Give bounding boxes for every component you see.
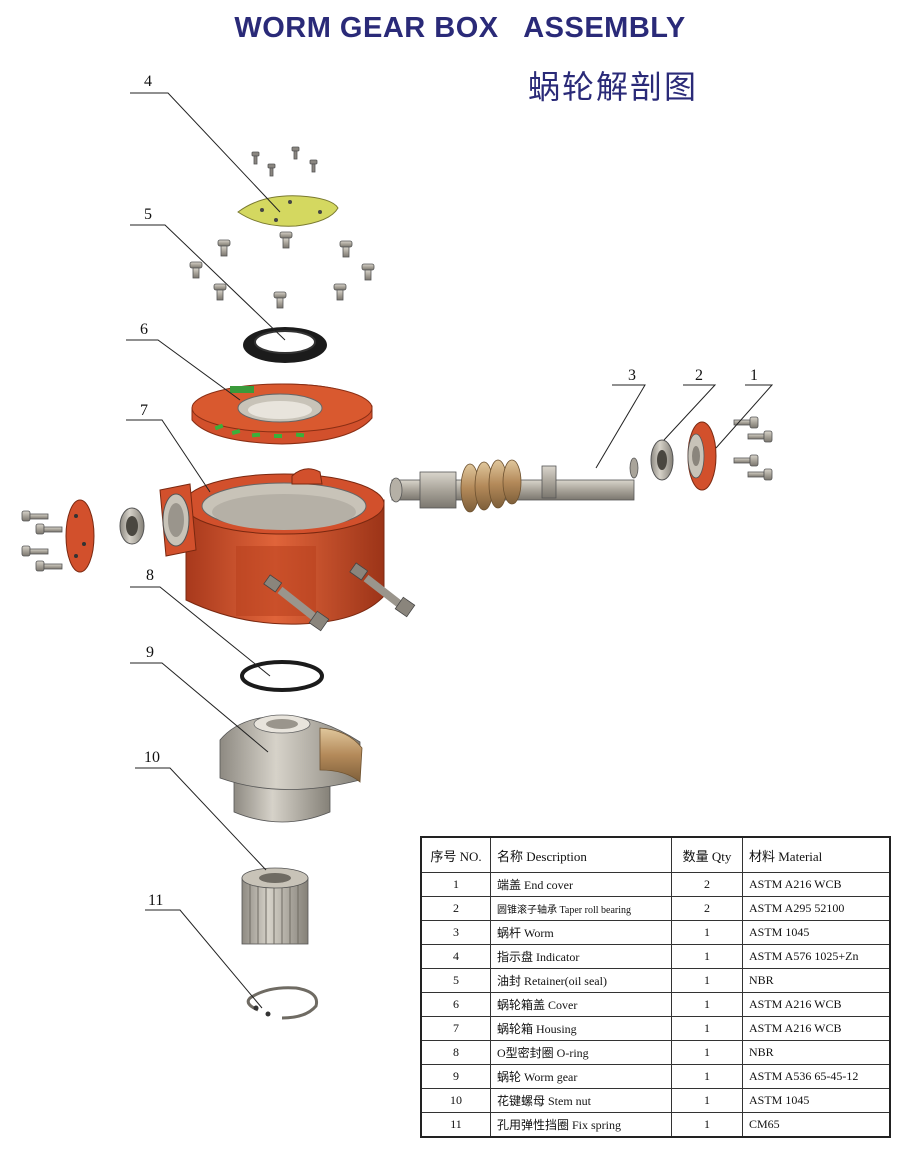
table-row: 4 指示盘 Indicator 1 ASTM A576 1025+Zn: [420, 944, 891, 969]
cell-qty: 1: [671, 1088, 743, 1113]
callout-numbers: 4 5 6 7 8 9 10 11 3 2 1: [140, 73, 758, 909]
cell-description: 圆锥滚子轴承 Taper roll bearing: [490, 896, 672, 921]
header-description: 名称 Description: [490, 836, 672, 873]
cell-no: 5: [420, 968, 491, 993]
cell-description: 花键螺母 Stem nut: [490, 1088, 672, 1113]
fix-spring-part-11: [246, 986, 319, 1020]
callout-5: 5: [144, 206, 152, 223]
cell-qty: 1: [671, 992, 743, 1017]
page-title: WORM GEAR BOX ASSEMBLY: [234, 12, 686, 44]
callout-7: 7: [140, 402, 148, 419]
leader-lines: [126, 92, 774, 1009]
cell-qty: 1: [671, 920, 743, 945]
callout-4: 4: [144, 73, 152, 90]
callout-11: 11: [148, 892, 163, 909]
indicator-screws: [251, 146, 318, 177]
page-subtitle: 蜗轮解剖图: [528, 68, 699, 106]
table-row: 8 O型密封圈 O-ring 1 NBR: [420, 1040, 891, 1065]
cell-material: ASTM 1045: [742, 1088, 891, 1113]
cover-screws: [189, 231, 375, 309]
cell-material: ASTM 1045: [742, 920, 891, 945]
indicator-plate-part-4: [237, 195, 339, 227]
cell-description: O型密封圈 O-ring: [490, 1040, 672, 1065]
right-end-cover-part-1: [687, 421, 717, 491]
header-qty: 数量 Qty: [671, 836, 743, 873]
table-row: 3 蜗杆 Worm 1 ASTM 1045: [420, 920, 891, 945]
table-row: 5 油封 Retainer(oil seal) 1 NBR: [420, 968, 891, 993]
cell-description: 端盖 End cover: [490, 872, 672, 897]
callout-6: 6: [140, 321, 148, 338]
cell-description: 蜗轮 Worm gear: [490, 1064, 672, 1089]
table-row: 7 蜗轮箱 Housing 1 ASTM A216 WCB: [420, 1016, 891, 1041]
cell-qty: 2: [671, 872, 743, 897]
table-header-row: 序号 NO. 名称 Description 数量 Qty 材料 Material: [420, 836, 891, 873]
header-no: 序号 NO.: [420, 836, 491, 873]
cell-no: 10: [420, 1088, 491, 1113]
cell-no: 3: [420, 920, 491, 945]
cell-qty: 1: [671, 944, 743, 969]
callout-1: 1: [750, 367, 758, 384]
cell-no: 9: [420, 1064, 491, 1089]
cell-no: 7: [420, 1016, 491, 1041]
callout-10: 10: [144, 749, 160, 766]
housing-part-7: [159, 468, 385, 625]
cell-qty: 1: [671, 1016, 743, 1041]
callout-8: 8: [146, 567, 154, 584]
right-bearing-part-2: [650, 439, 674, 481]
cell-no: 11: [420, 1112, 491, 1138]
cell-material: CM65: [742, 1112, 891, 1138]
cell-no: 4: [420, 944, 491, 969]
cell-description: 蜗轮箱盖 Cover: [490, 992, 672, 1017]
table-row: 6 蜗轮箱盖 Cover 1 ASTM A216 WCB: [420, 992, 891, 1017]
callout-2: 2: [695, 367, 703, 384]
cell-description: 蜗轮箱 Housing: [490, 1016, 672, 1041]
cell-description: 指示盘 Indicator: [490, 944, 672, 969]
callout-3: 3: [628, 367, 636, 384]
cell-qty: 1: [671, 968, 743, 993]
cover-part-6: [191, 383, 373, 445]
callout-9: 9: [146, 644, 154, 661]
cell-material: NBR: [742, 1040, 891, 1065]
cell-qty: 1: [671, 1112, 743, 1138]
cell-material: NBR: [742, 968, 891, 993]
left-end-cover-screws: [21, 510, 63, 572]
cell-qty: 1: [671, 1064, 743, 1089]
table-row: 10 花键螺母 Stem nut 1 ASTM 1045: [420, 1088, 891, 1113]
cell-description: 孔用弹性挡圈 Fix spring: [490, 1112, 672, 1138]
housing-bolts: [263, 562, 416, 632]
cell-no: 6: [420, 992, 491, 1017]
cell-material: ASTM A216 WCB: [742, 992, 891, 1017]
worm-shaft-part-3: [389, 457, 639, 513]
cell-no: 8: [420, 1040, 491, 1065]
parts-table: 序号 NO. 名称 Description 数量 Qty 材料 Material…: [420, 836, 891, 1138]
left-bearing-part-2: [119, 507, 145, 545]
cell-material: ASTM A216 WCB: [742, 872, 891, 897]
cell-description: 蜗杆 Worm: [490, 920, 672, 945]
cell-qty: 2: [671, 896, 743, 921]
cell-qty: 1: [671, 1040, 743, 1065]
cell-material: ASTM A576 1025+Zn: [742, 944, 891, 969]
right-end-cover-screws: [733, 416, 773, 481]
cell-no: 2: [420, 896, 491, 921]
cell-no: 1: [420, 872, 491, 897]
stem-nut-part-10: [241, 867, 309, 945]
table-row: 2 圆锥滚子轴承 Taper roll bearing 2 ASTM A295 …: [420, 896, 891, 921]
cell-material: ASTM A295 52100: [742, 896, 891, 921]
cell-material: ASTM A216 WCB: [742, 1016, 891, 1041]
worm-gear-part-9: [219, 714, 363, 823]
header-material: 材料 Material: [742, 836, 891, 873]
o-ring-part-8: [240, 660, 324, 692]
cell-material: ASTM A536 65-45-12: [742, 1064, 891, 1089]
cell-description: 油封 Retainer(oil seal): [490, 968, 672, 993]
left-end-cover-part-1: [65, 499, 95, 573]
oil-seal-part-5: [243, 327, 327, 363]
table-row: 11 孔用弹性挡圈 Fix spring 1 CM65: [420, 1112, 891, 1138]
table-row: 1 端盖 End cover 2 ASTM A216 WCB: [420, 872, 891, 897]
table-row: 9 蜗轮 Worm gear 1 ASTM A536 65-45-12: [420, 1064, 891, 1089]
